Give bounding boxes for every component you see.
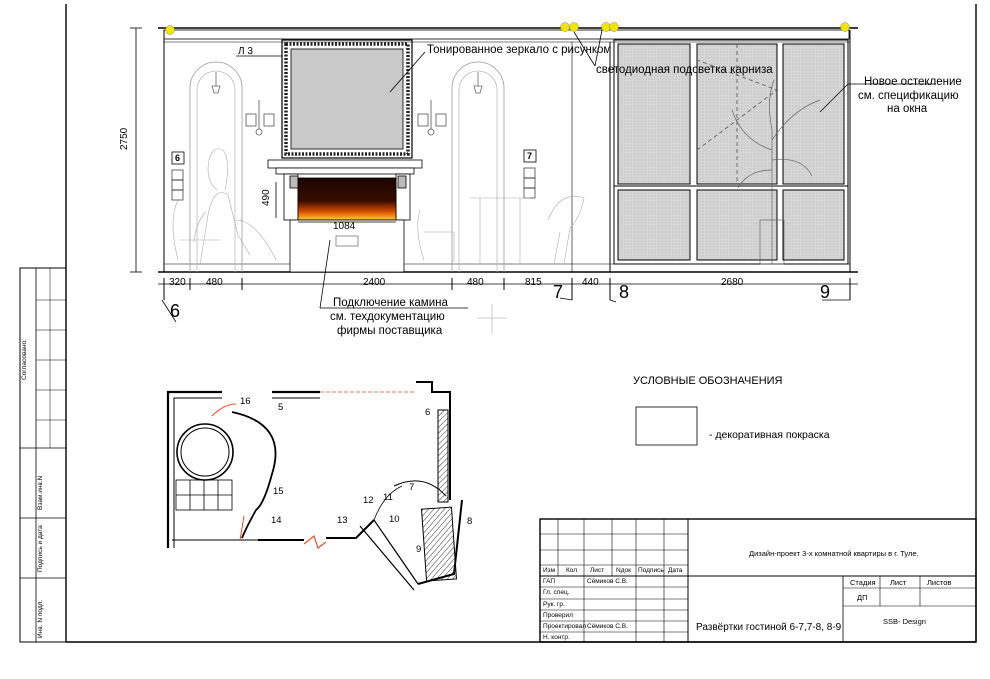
title-block-grid — [539, 518, 977, 643]
legend-title: УСЛОВНЫЕ ОБОЗНАЧЕНИЯ — [633, 375, 783, 387]
dim-815: 815 — [525, 277, 542, 288]
tb-role-checked: Проверил — [543, 612, 573, 619]
tb-role-gap: ГАП — [543, 578, 556, 585]
callout-mirror: Тонированное зеркало с рисунком — [427, 44, 612, 56]
axis-7: 7 — [553, 282, 564, 302]
tb-header-signature: Подпись — [638, 567, 664, 574]
tb-header-list: Лист — [590, 567, 605, 574]
callout-fireplace-line2: см. техдокументацию — [330, 311, 445, 323]
plan-label-6: 6 — [425, 407, 431, 418]
plan-label-9: 9 — [416, 544, 422, 555]
tb-name-gap: Сёмиков С.В. — [587, 578, 628, 585]
side-label-inventory: Инв. N подл. — [37, 599, 44, 638]
plan-label-16: 16 — [240, 396, 251, 407]
floor-plan — [166, 381, 463, 591]
dim-2680: 2680 — [721, 277, 744, 288]
callout-fireplace-line1: Подключение камина — [333, 297, 448, 309]
tb-header-kol: Кол — [566, 567, 578, 574]
plan-label-5: 5 — [278, 402, 284, 413]
plan-label-11: 11 — [383, 492, 393, 503]
dim-2400: 2400 — [363, 277, 386, 288]
badge-right-box — [523, 149, 537, 163]
plan-label-14: 14 — [271, 515, 282, 526]
side-label-signature-date: Подпись и дата — [37, 525, 44, 572]
cornice-led-lights — [165, 22, 850, 35]
callout-glazing-line1: Новое остекление — [864, 76, 962, 88]
tb-project-title: Дизайн-проект 3-х комнатной квартиры в г… — [749, 549, 919, 558]
tb-header-izm: Изм — [543, 567, 556, 574]
side-label-replacement: Взам.инв.N — [37, 475, 44, 510]
tb-header-date: Дата — [668, 567, 683, 574]
tb-header-ndok: Nдок — [616, 567, 631, 574]
plan-label-13: 13 — [337, 515, 348, 526]
tb-role-designed: Проектировал — [543, 623, 587, 630]
height-dimension: 2750 — [119, 127, 130, 150]
axis-9: 9 — [820, 282, 831, 302]
legend-item: - декоративная покраска — [709, 429, 830, 441]
switch-badge-left: 6 — [175, 153, 181, 163]
plan-label-8: 8 — [467, 516, 473, 527]
dim-320: 320 — [169, 277, 186, 288]
fireplace-width-dimension: 1084 — [333, 221, 356, 232]
switch-badge-right: 7 — [527, 151, 533, 161]
tb-sheet-label: Лист — [890, 578, 907, 587]
callout-fireplace-line3: фирмы поставщика — [337, 325, 443, 337]
elevation-drawing — [130, 27, 936, 334]
tb-role-chief-spec: Гл. спец. — [543, 589, 570, 596]
plan-label-10: 10 — [389, 514, 400, 525]
tb-name-designed: Сёмиков С.В. — [587, 623, 628, 630]
callout-glazing-line3: на окна — [887, 103, 928, 115]
plan-label-7: 7 — [409, 482, 415, 493]
badge-left-box — [171, 151, 185, 165]
plan-label-12: 12 — [363, 495, 374, 506]
tb-company: SSB- Design — [883, 617, 926, 626]
dim-440: 440 — [582, 277, 599, 288]
sheet-frame — [19, 4, 977, 643]
tb-role-norm-control: Н. контр. — [543, 634, 570, 641]
side-label-agreed: Согласовано: — [21, 339, 28, 380]
label-l3: Л 3 — [238, 46, 253, 57]
dim-480-left: 480 — [206, 277, 223, 288]
tb-sheets-label: Листов — [927, 578, 952, 587]
plan-label-15: 15 — [273, 486, 284, 497]
tb-stage-label: Стадия — [850, 578, 876, 587]
tb-role-group-head: Рук. гр. — [543, 601, 565, 608]
tb-sheet-title: Развёртки гостиной 6-7,7-8, 8-9 — [696, 622, 842, 633]
callout-led: светодиодная подсветка карниза — [596, 64, 773, 76]
tb-stage-value: ДП — [857, 593, 868, 602]
legend-sample-box — [635, 406, 698, 446]
axis-6: 6 — [170, 301, 181, 321]
callout-glazing-line2: см. спецификацию — [858, 90, 959, 102]
axis-8: 8 — [619, 282, 630, 302]
dim-480-right: 480 — [467, 277, 484, 288]
fireplace-height-dimension: 490 — [261, 189, 272, 206]
